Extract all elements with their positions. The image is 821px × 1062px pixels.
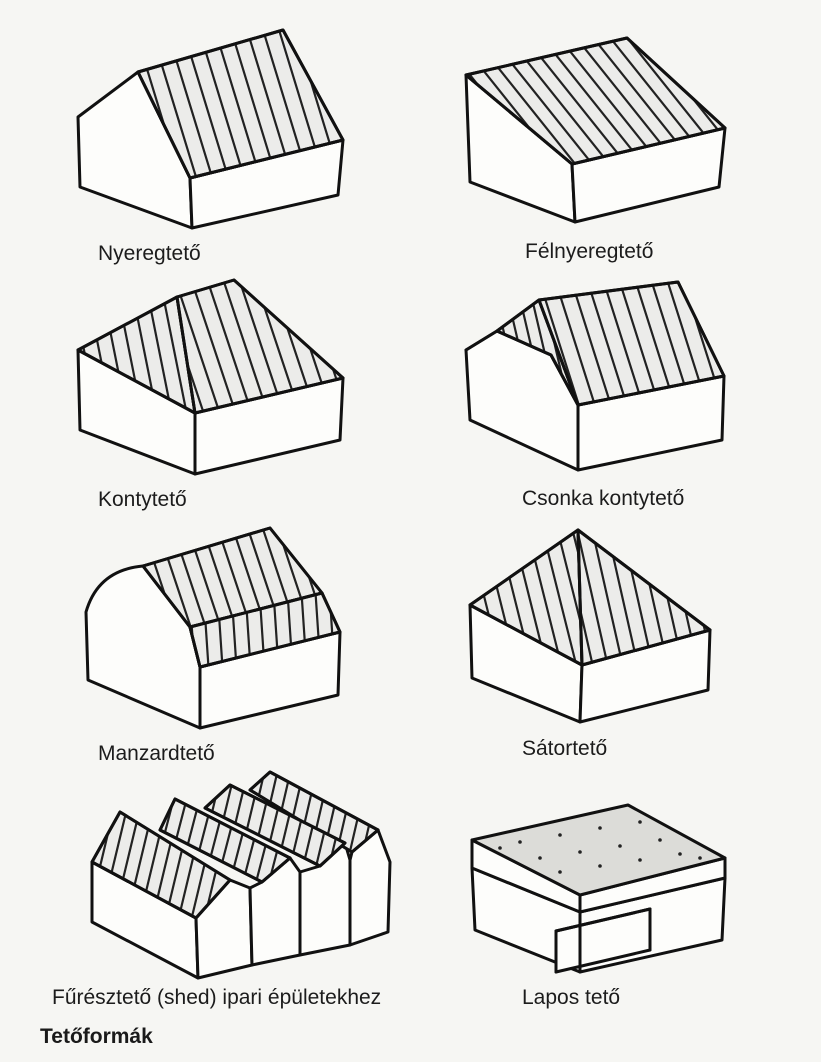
label-csonka-kontyteto: Csonka kontytető bbox=[522, 487, 685, 510]
roof-stripe bbox=[186, 280, 240, 413]
nyeregteto-drawing bbox=[76, 28, 345, 230]
roof-gravel-dot bbox=[558, 833, 562, 837]
roof-gravel-dot bbox=[618, 844, 622, 848]
roof-stripe bbox=[343, 585, 349, 675]
roof-stripe bbox=[420, 520, 460, 680]
roof-gravel-dot bbox=[658, 838, 662, 842]
roof-stripe bbox=[598, 282, 648, 405]
label-kontyteto: Kontytető bbox=[98, 488, 187, 511]
roof-gravel-dot bbox=[638, 858, 642, 862]
label-lapos-teto: Lapos tető bbox=[522, 986, 621, 1009]
roof-gravel-dot bbox=[678, 852, 682, 856]
roof-stripe bbox=[578, 530, 613, 665]
label-manzardteto: Manzardtető bbox=[98, 742, 215, 765]
roof-gravel-dot bbox=[578, 850, 582, 854]
roof-gravel-dot bbox=[598, 826, 602, 830]
roof-stripe bbox=[578, 530, 598, 665]
roof-stripe bbox=[568, 530, 582, 665]
roof-gravel-dot bbox=[558, 870, 562, 874]
roof-gravel-dot bbox=[498, 846, 502, 850]
roof-gravel-dot bbox=[598, 864, 602, 868]
label-fureszteto: Fűrésztető (shed) ipari épületekhez bbox=[52, 986, 382, 1009]
roof-stripe bbox=[553, 530, 582, 665]
roof-stripe bbox=[40, 280, 70, 430]
kontyteto-drawing bbox=[40, 278, 345, 476]
roof-gravel-dot bbox=[518, 840, 522, 844]
label-felnyeregteto: Félnyeregtető bbox=[525, 240, 654, 263]
roof-stripe bbox=[60, 800, 90, 925]
lapos-teto-drawing bbox=[470, 803, 727, 974]
satorteto-drawing bbox=[420, 520, 712, 724]
label-nyeregteto: Nyeregtető bbox=[98, 242, 201, 265]
roof-gravel-dot bbox=[638, 820, 642, 824]
felnyeregteto-drawing bbox=[464, 36, 727, 224]
roof-stripe bbox=[218, 280, 272, 413]
csonka-kontyteto-drawing bbox=[464, 280, 726, 472]
fureszteto-drawing bbox=[60, 770, 392, 980]
roof-stripe bbox=[202, 280, 256, 413]
roof-stripe bbox=[470, 530, 477, 665]
label-satorteto: Sátortető bbox=[522, 737, 608, 760]
manzardteto-drawing bbox=[84, 526, 349, 730]
roof-gravel-dot bbox=[698, 856, 702, 860]
figure-caption: Tetőformák bbox=[40, 1025, 153, 1048]
roof-gravel-dot bbox=[538, 856, 542, 860]
roof-stripe bbox=[708, 530, 710, 665]
